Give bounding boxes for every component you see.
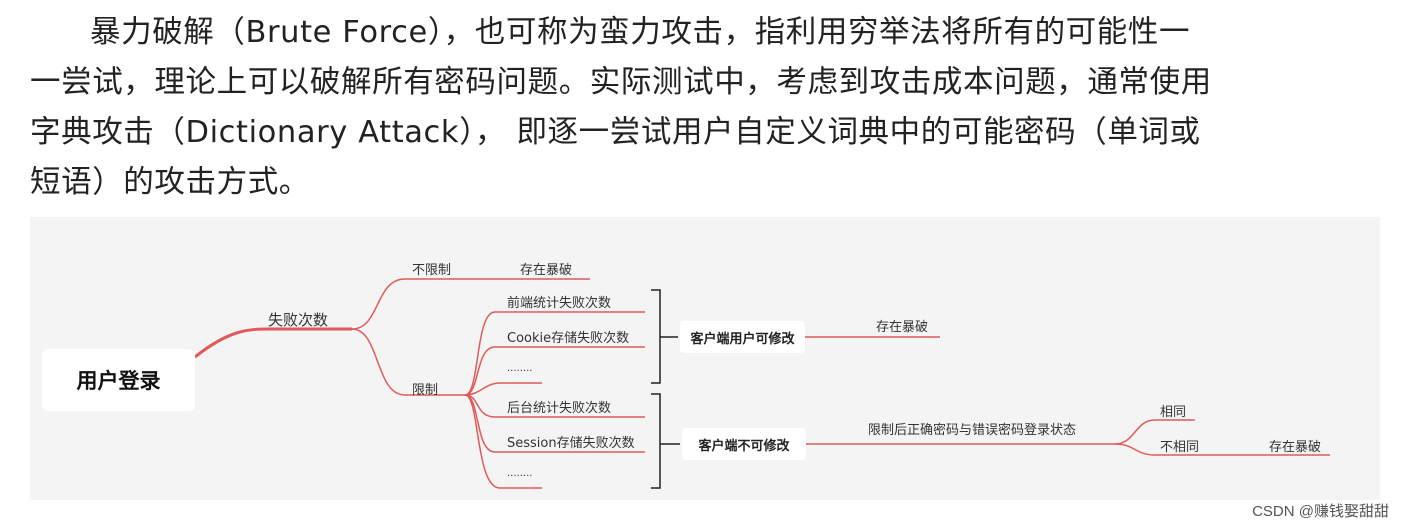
intro-paragraph: 暴力破解（Brute Force），也可称为蛮力攻击，指利用穷举法将所有的可能性… [30, 8, 1390, 208]
paragraph-line-3: 字典攻击（Dictionary Attack）， 即逐一尝试用户自定义词典中的可… [30, 115, 1201, 150]
root-node-user-login: 用户登录 [42, 349, 195, 411]
mind-map: 用户登录 失败次数 不限制 存在暴破 限制 前端统计失败次数 Cookie存储失… [30, 217, 1380, 500]
mind-map-connectors [194, 278, 1330, 489]
node-failure-count: 失败次数 [268, 311, 329, 329]
node-different-result: 存在暴破 [1269, 440, 1322, 455]
node-server-item-3: ........ [507, 468, 533, 479]
node-unlimited: 不限制 [412, 263, 452, 278]
node-unlimited-result: 存在暴破 [520, 263, 573, 278]
node-client-item-3: ........ [507, 363, 533, 374]
node-client-item-1: 前端统计失败次数 [507, 296, 612, 311]
node-different: 不相同 [1160, 440, 1200, 455]
paragraph-line-2: 一尝试，理论上可以破解所有密码问题。实际测试中，考虑到攻击成本问题，通常使用 [30, 65, 1212, 100]
node-client-modifiable: 客户端用户可修改 [680, 321, 805, 353]
paragraph-line-1: 暴力破解（Brute Force），也可称为蛮力攻击，指利用穷举法将所有的可能性… [90, 15, 1191, 50]
node-client-not-modifiable: 客户端不可修改 [682, 428, 806, 460]
paragraph-line-4: 短语）的攻击方式。 [30, 165, 310, 200]
node-server-detail: 限制后正确密码与错误密码登录状态 [868, 423, 1077, 438]
csdn-watermark: CSDN @赚钱娶甜甜 [1252, 503, 1389, 520]
node-limited: 限制 [412, 383, 439, 398]
node-client-item-2: Cookie存储失败次数 [507, 331, 630, 346]
node-client-result: 存在暴破 [876, 320, 929, 335]
node-server-item-2: Session存储失败次数 [507, 436, 635, 451]
node-server-item-1: 后台统计失败次数 [507, 401, 612, 416]
node-same: 相同 [1160, 405, 1187, 420]
